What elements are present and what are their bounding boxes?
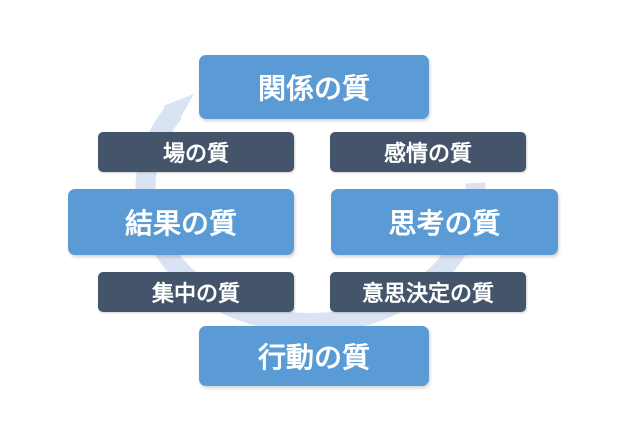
label-focus-quality: 集中の質 bbox=[98, 272, 294, 312]
node-thinking-quality: 思考の質 bbox=[331, 189, 558, 255]
node-results-quality: 結果の質 bbox=[68, 189, 294, 255]
node-action-quality: 行動の質 bbox=[199, 326, 429, 386]
label-decision-quality: 意思決定の質 bbox=[330, 272, 526, 312]
label-emotion-quality: 感情の質 bbox=[330, 132, 526, 172]
label-place-quality: 場の質 bbox=[98, 132, 294, 172]
cycle-arrow-head bbox=[163, 94, 194, 122]
node-relationship-quality: 関係の質 bbox=[199, 55, 429, 119]
cycle-arc bbox=[135, 105, 486, 334]
